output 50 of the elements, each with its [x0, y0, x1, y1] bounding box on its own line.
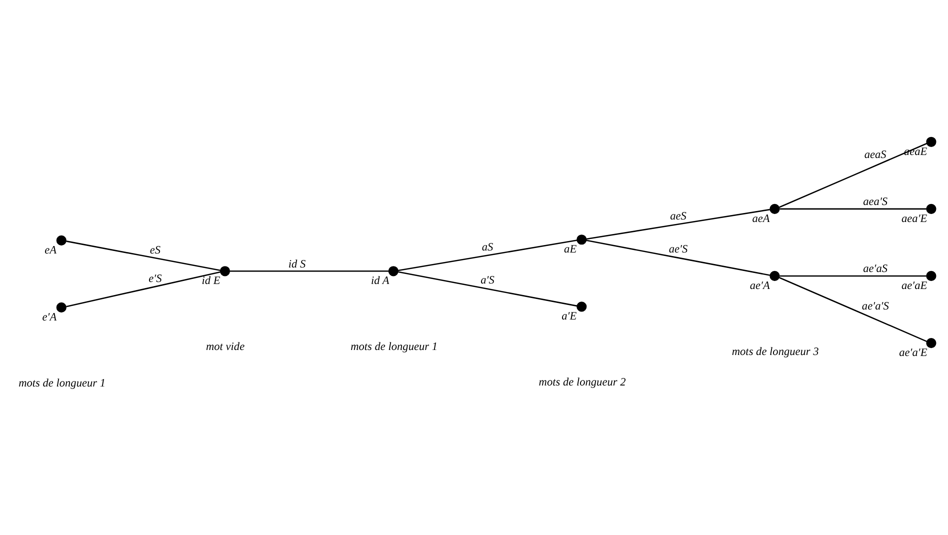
node-circle — [56, 302, 66, 312]
connector — [398, 270, 578, 306]
node-circle — [56, 234, 66, 245]
edge-label: eS — [150, 244, 161, 256]
connector — [586, 239, 770, 276]
node-label: id E — [202, 274, 220, 287]
label: mots de longueur 2 — [538, 376, 626, 388]
label: mots de longueur 1 — [18, 376, 106, 389]
edge-label: ae′aS — [863, 262, 888, 275]
node-label: a′E — [562, 310, 577, 322]
node-label: ae′A — [750, 279, 770, 292]
node-label: aeA — [752, 212, 770, 224]
node-label: eA — [44, 244, 57, 256]
connector — [66, 240, 220, 271]
node-label: ae′a′E — [899, 346, 928, 358]
connector — [779, 276, 927, 342]
edge-label: ae′S — [668, 243, 688, 256]
node-circle — [770, 270, 780, 281]
connector — [780, 274, 926, 276]
edge-label: e′S — [148, 272, 162, 284]
edge-label: aeS — [670, 210, 686, 222]
edge-label: a′S — [480, 274, 494, 286]
node-circle — [926, 337, 936, 348]
node-label: aE — [564, 243, 577, 256]
node-circle — [576, 301, 587, 312]
connector — [66, 270, 220, 307]
node-circle — [926, 203, 936, 214]
label: mot vide — [206, 340, 245, 353]
connector — [230, 270, 389, 272]
edge-label: id S — [288, 258, 306, 270]
connector — [779, 142, 927, 208]
edge-label: ae′a′S — [862, 300, 889, 312]
node-circle — [220, 266, 230, 276]
connector — [780, 208, 926, 210]
connector — [398, 239, 578, 271]
node-label: aea′E — [902, 212, 928, 224]
connector — [586, 208, 770, 240]
node-circle — [770, 203, 780, 214]
edge-label: aS — [482, 240, 494, 253]
node-label: id A — [370, 274, 390, 287]
label: mots de longueur 3 — [732, 345, 819, 358]
node-circle — [926, 270, 936, 281]
node-circle — [926, 136, 936, 146]
node-label: ae′aE — [902, 279, 928, 292]
node-circle — [388, 266, 398, 276]
edge-label: aea′S — [863, 196, 888, 208]
label: mots de longueur 1 — [350, 340, 438, 353]
edge-label: aeaS — [864, 148, 886, 161]
node-circle — [576, 234, 587, 244]
node-label: e′A — [42, 310, 57, 323]
